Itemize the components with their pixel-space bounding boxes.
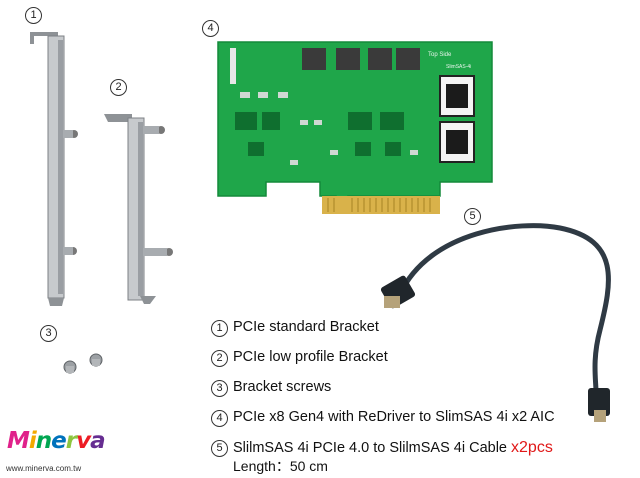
parts-legend: 1 PCIe standard Bracket 2 PCIe low profi…: [208, 316, 628, 466]
marker-4: 4: [202, 20, 219, 37]
legend-number-1: 1: [211, 320, 228, 337]
legend-item-5: 5 SlilmSAS 4i PCIe 4.0 to SlilmSAS 4i Ca…: [208, 436, 628, 466]
legend-number-3: 3: [211, 380, 228, 397]
marker-5: 5: [464, 208, 481, 225]
legend-text-4: PCIe x8 Gen4 with ReDriver to SlimSAS 4i…: [233, 409, 555, 425]
legend-text-2: PCIe low profile Bracket: [233, 349, 388, 365]
legend-item-3: 3 Bracket screws: [208, 376, 628, 406]
logo-letter: M: [7, 428, 30, 454]
card-top-side-label: Top Side: [428, 52, 452, 58]
logo-letter: n: [35, 428, 52, 454]
brand-website: www.minerva.com.tw: [6, 464, 82, 473]
legend-number-2: 2: [211, 350, 228, 367]
legend-text-3: Bracket screws: [233, 379, 332, 395]
marker-2: 2: [110, 79, 127, 96]
pcie-card: [217, 41, 493, 214]
bracket-screws: [63, 353, 103, 374]
legend-number-4: 4: [211, 410, 228, 427]
card-connector-label: SlimSAS-4i: [446, 64, 472, 70]
logo-letter: r: [65, 428, 77, 454]
logo-letter: i: [28, 428, 37, 454]
logo-letter: e: [51, 428, 67, 454]
brand-logo: Minerva: [7, 428, 106, 454]
legend-text-5-wrap: SlilmSAS 4i PCIe 4.0 to SlilmSAS 4i Cabl…: [233, 439, 553, 457]
low-profile-bracket: [104, 114, 173, 304]
legend-item-4: 4 PCIe x8 Gen4 with ReDriver to SlimSAS …: [208, 406, 628, 436]
slimsas-cable: [380, 223, 611, 422]
legend-quantity: x2pcs: [511, 439, 553, 456]
legend-text-5: SlilmSAS 4i PCIe 4.0 to SlilmSAS 4i Cabl…: [233, 440, 507, 456]
legend-item-2: 2 PCIe low profile Bracket: [208, 346, 628, 376]
cable-length: Length：50 cm: [233, 458, 328, 474]
legend-item-1: 1 PCIe standard Bracket: [208, 316, 628, 346]
legend-number-5: 5: [211, 440, 228, 457]
standard-bracket: [30, 32, 78, 306]
logo-letter: v: [76, 428, 91, 454]
legend-text-1: PCIe standard Bracket: [233, 319, 379, 335]
marker-1: 1: [25, 7, 42, 24]
logo-letter: a: [90, 428, 106, 454]
marker-3: 3: [40, 325, 57, 342]
